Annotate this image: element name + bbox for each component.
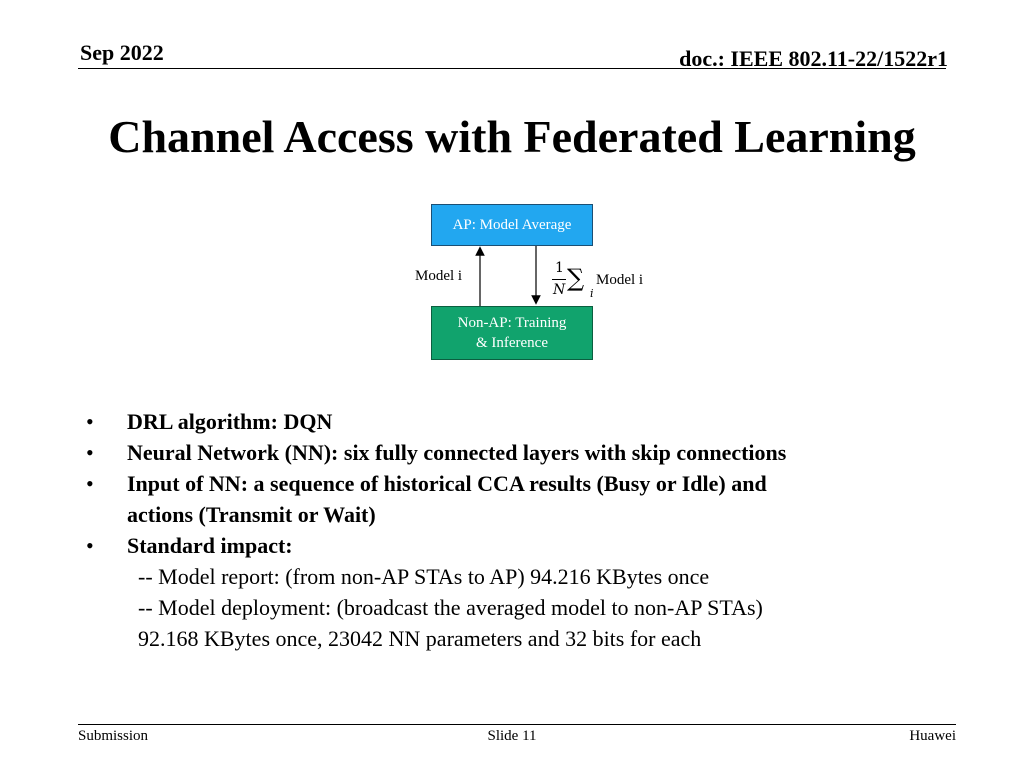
bullet-item: • Standard impact: bbox=[86, 530, 966, 561]
sum-index: i bbox=[590, 287, 594, 300]
header-date: Sep 2022 bbox=[80, 40, 164, 65]
sub-line-model-deployment: -- Model deployment: (broadcast the aver… bbox=[138, 595, 763, 620]
fraction-denominator: N bbox=[553, 282, 566, 298]
footer-submission: Submission bbox=[78, 728, 149, 744]
nonap-box-label: Non-AP: Training& Inference bbox=[457, 315, 567, 351]
slide-title: Channel Access with Federated Learning bbox=[108, 111, 916, 162]
bullet-dot: • bbox=[86, 440, 94, 465]
ap-model-average-box: AP: Model Average bbox=[431, 204, 593, 246]
bullet-dot: • bbox=[86, 533, 94, 558]
ap-box-label: AP: Model Average bbox=[452, 217, 572, 233]
bullet-item: • DRL algorithm: DQN bbox=[86, 406, 966, 437]
nonap-training-box: Non-AP: Training& Inference bbox=[431, 306, 593, 360]
upload-label: Model i bbox=[415, 268, 463, 284]
download-label: Model i bbox=[596, 272, 644, 288]
header-doc-id: doc.: IEEE 802.11-22/1522r1 bbox=[679, 46, 948, 71]
bullet-list: • DRL algorithm: DQN • Neural Network (N… bbox=[86, 406, 966, 654]
header-divider bbox=[78, 68, 946, 69]
fraction-bar bbox=[552, 279, 566, 280]
footer-slide-number: Slide 11 bbox=[487, 728, 537, 744]
footer-divider bbox=[78, 724, 956, 725]
bullet-item: • Neural Network (NN): six fully connect… bbox=[86, 437, 966, 468]
bullet-dot: • bbox=[86, 471, 94, 496]
sub-line-deployment-size: 92.168 KBytes once, 23042 NN parameters … bbox=[138, 626, 702, 651]
sub-line-model-report: -- Model report: (from non-AP STAs to AP… bbox=[138, 564, 710, 589]
sum-symbol: ∑ bbox=[567, 264, 585, 292]
bullet-dot: • bbox=[86, 409, 94, 434]
bullet-item: • Input of NN: a sequence of historical … bbox=[86, 468, 966, 530]
fraction-numerator: 1 bbox=[555, 260, 564, 276]
footer-company: Huawei bbox=[909, 728, 956, 744]
